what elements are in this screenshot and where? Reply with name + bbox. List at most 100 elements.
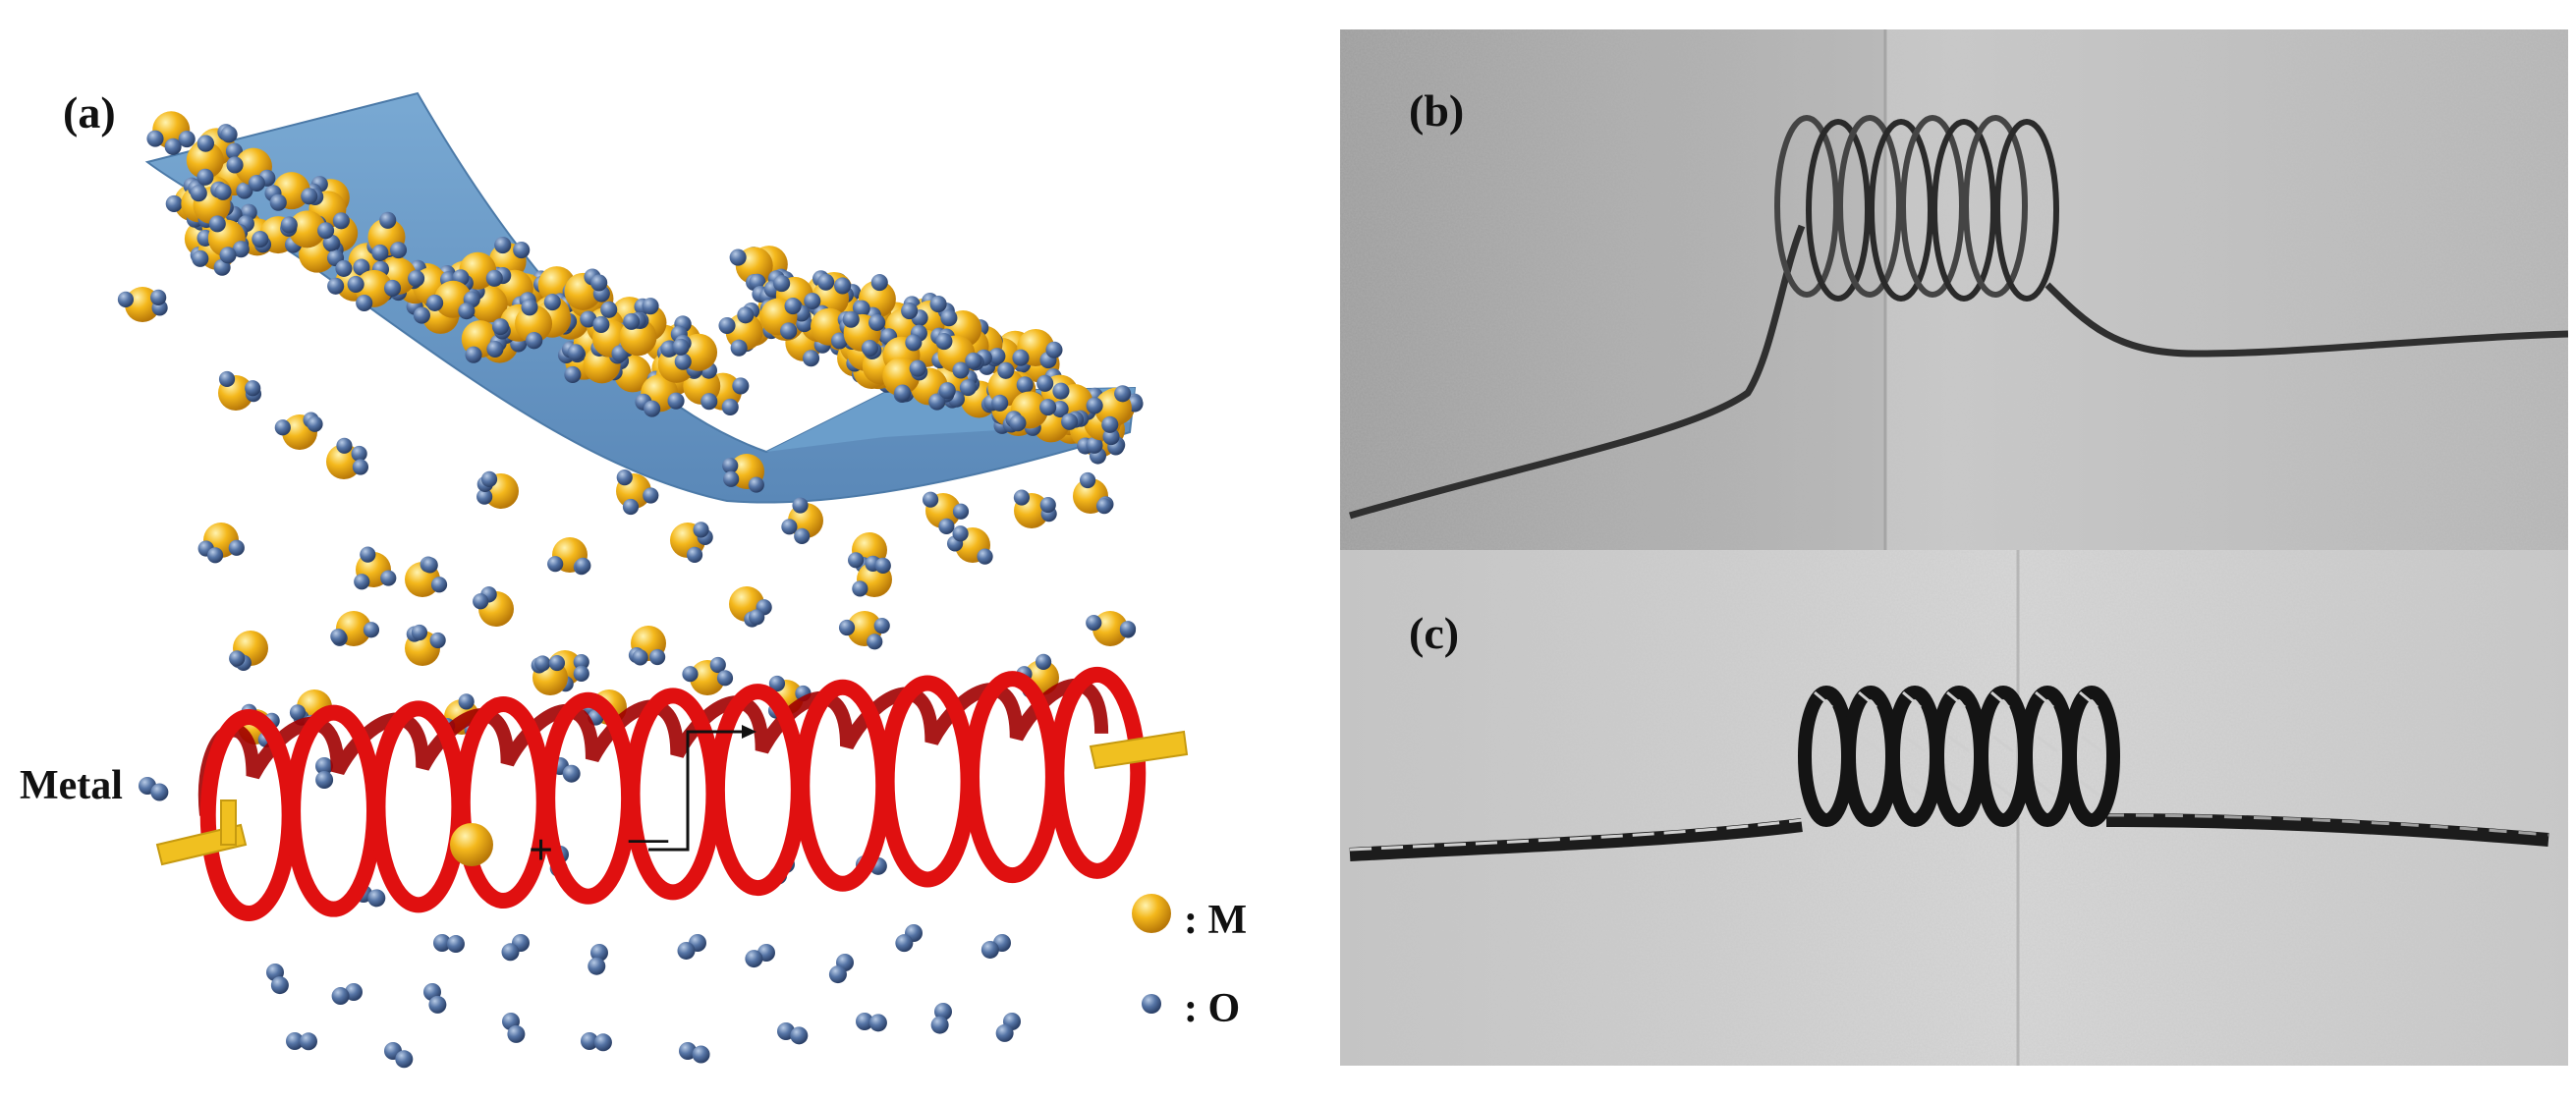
mo-cluster [838, 611, 890, 650]
mo-cluster [946, 525, 993, 565]
mo-cluster [473, 586, 514, 627]
mo-cluster [264, 172, 318, 211]
mo-cluster [672, 333, 718, 371]
coil-b-turn [1774, 115, 1839, 298]
legend-o-text: : O [1184, 986, 1240, 1031]
o2-molecule [286, 1032, 317, 1051]
mo-cluster [197, 523, 245, 564]
mo-cluster [670, 522, 713, 564]
panel-b-label: (b) [1409, 85, 1464, 136]
mo-cluster [207, 215, 250, 264]
metal-label: Metal [20, 763, 123, 808]
o2-molecule [266, 964, 289, 995]
mo-cluster [515, 299, 553, 350]
coil-terminal-left [155, 799, 248, 866]
o2-molecule [501, 934, 530, 962]
coil-terminal-right [1089, 730, 1189, 770]
wire-right [2044, 282, 2568, 358]
mo-cluster [347, 269, 402, 312]
coil-b-turn [1994, 119, 2059, 302]
wire-left [1349, 224, 1806, 520]
mo-cluster [1005, 391, 1057, 432]
panel-a-label: (a) [63, 87, 116, 138]
mo-cluster [531, 654, 568, 695]
coil-b-turn [1869, 119, 1933, 302]
o2-molecule [677, 934, 706, 960]
mo-cluster [635, 374, 685, 417]
panel-c-label: (c) [1409, 608, 1459, 658]
mo-cluster [330, 611, 380, 646]
coated-wire-right [2105, 813, 2549, 847]
panel-c-photo: (c) [1340, 550, 2568, 1066]
spring-coil-b [1774, 115, 2059, 302]
photo-c: (c) [1340, 550, 2568, 1066]
o2-molecule [581, 1032, 612, 1052]
mo-cluster [1013, 489, 1057, 528]
mo-cluster [218, 370, 262, 411]
current-arrow [648, 725, 756, 852]
coil-b-turn [1963, 115, 2028, 298]
metal-atom-large [450, 823, 493, 866]
panel-b-photo: (b) [1340, 29, 2568, 550]
mo-cluster [987, 361, 1034, 412]
mo-cluster [426, 280, 480, 320]
coil-c-shine [1902, 690, 1926, 798]
mo-cluster [842, 310, 886, 358]
mo-cluster [759, 298, 802, 340]
heating-coil [197, 666, 1147, 921]
photo-b: (b) [1340, 29, 2568, 550]
mo-cluster [226, 147, 276, 193]
o2-molecule [995, 1013, 1021, 1042]
legend-m-swatch [1132, 894, 1171, 933]
panel-a-schematic: + — (a) Metal : M : O [20, 87, 1247, 1069]
mo-cluster [1012, 328, 1063, 369]
mo-cluster [146, 111, 196, 155]
coil-b-turn [1900, 115, 1965, 298]
mo-cluster [923, 491, 970, 535]
mo-cluster [722, 454, 764, 493]
mo-cluster [564, 268, 610, 310]
mo-cluster [476, 470, 519, 509]
o2-molecule [777, 1022, 809, 1045]
mo-cluster [729, 586, 772, 628]
legend-o-swatch [1142, 994, 1161, 1014]
o2-molecule [315, 757, 334, 789]
o2-molecule [384, 1042, 414, 1069]
mo-cluster [935, 333, 982, 379]
mo-cluster [405, 624, 446, 666]
coated-wire-left [1349, 818, 1803, 861]
legend: : M : O [1132, 894, 1247, 1031]
plus-sign: + [529, 826, 553, 874]
mo-cluster [280, 210, 335, 248]
mo-cluster [229, 631, 268, 671]
o2-molecule [588, 944, 608, 975]
mo-cluster [117, 287, 168, 322]
mo-cluster [616, 468, 659, 516]
o2-molecule [856, 1013, 887, 1032]
mo-cluster [367, 211, 408, 261]
coil-b-turn [1837, 115, 1902, 298]
metal-oxide-clusters [117, 111, 1144, 1069]
mo-cluster [461, 320, 507, 363]
mo-cluster [1086, 611, 1137, 646]
mo-cluster [1073, 471, 1114, 515]
mo-cluster [547, 537, 591, 576]
mo-cluster [1086, 385, 1132, 433]
coil-c-shine [2035, 690, 2058, 798]
mo-cluster [619, 311, 657, 357]
o2-molecule [331, 983, 363, 1006]
mo-cluster [729, 247, 773, 292]
mo-cluster [274, 412, 323, 450]
coil-c-shine [1990, 690, 2014, 798]
mo-cluster [852, 555, 892, 597]
o2-molecule [433, 934, 465, 954]
o2-molecule [139, 777, 169, 801]
o2-molecule [745, 944, 775, 968]
coil-b-turn [1932, 119, 1996, 302]
o2-molecule [828, 954, 854, 984]
mo-cluster [718, 306, 763, 357]
coil-c-turn [2063, 686, 2120, 827]
mo-cluster [682, 656, 734, 695]
mo-cluster [882, 357, 928, 402]
coil-c-shine [1858, 690, 1881, 798]
